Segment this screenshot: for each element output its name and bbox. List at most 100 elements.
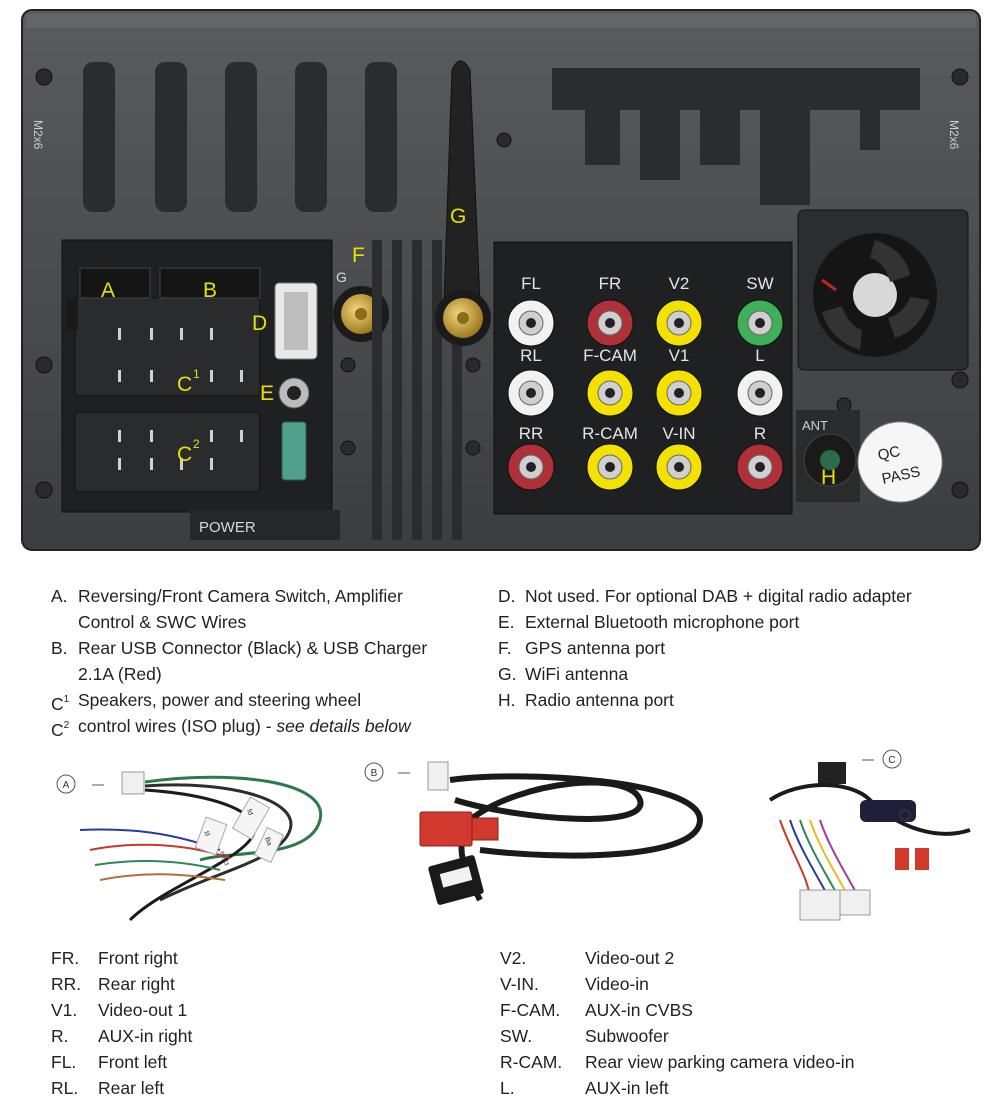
iso-pin-slots (118, 328, 243, 470)
desc-text: External Bluetooth microphone port (525, 612, 800, 632)
desc-key: C1 (51, 694, 70, 714)
desc-h: H. Radio antenna port (498, 687, 978, 713)
legend-key: F-CAM. (500, 1000, 561, 1020)
rca-label-r: R (754, 424, 766, 443)
legend-value: AUX-in right (98, 1026, 193, 1046)
desc-c1: C1 Speakers, power and steering wheel (51, 687, 471, 714)
cable-tag-text: elect (218, 850, 230, 866)
rca-jack-fl (507, 299, 555, 347)
rca-pin (674, 462, 684, 472)
desc-text: Rear USB Connector (Black) & USB Charger (78, 638, 428, 658)
callout-c2-sup: 2 (193, 437, 200, 451)
rca-label-l: L (755, 346, 764, 365)
callout-g: G (450, 205, 466, 228)
rca-pin (605, 388, 615, 398)
legend-row: R. AUX-in right (51, 1023, 451, 1049)
rca-pin (526, 388, 536, 398)
legend-row: RL.Rear left (51, 1075, 451, 1101)
rca-jack-l (736, 369, 784, 417)
rca-jack-v2 (655, 299, 703, 347)
usb-port (274, 282, 318, 360)
cable-tag-text: fd (245, 808, 254, 816)
desc-b: B. Rear USB Connector (Black) & USB Char… (51, 635, 471, 661)
cable-tag-text: Ba (263, 836, 273, 847)
desc-text: Speakers, power and steering wheel (78, 690, 362, 710)
cable-b-label: B (371, 768, 378, 779)
callout-c1-sup: 1 (193, 367, 200, 381)
legend-row: FR.Front right (51, 945, 451, 971)
rca-label-rl: RL (520, 346, 542, 365)
desc-e: E. External Bluetooth microphone port (498, 609, 978, 635)
legend-key: R-CAM. (500, 1052, 563, 1072)
desc-italic: see details below (276, 716, 411, 736)
head-unit-rear-view: M2x6 M2x6 (21, 9, 981, 551)
legend-key: V2. (500, 948, 527, 968)
legend-row: F-CAM. AUX-in CVBS (500, 997, 980, 1023)
legend-row: R-CAM. Rear view parking camera video-in (500, 1049, 980, 1075)
legend-value: Subwoofer (585, 1026, 669, 1046)
heat-sink-maze (552, 68, 920, 205)
power-label: POWER (199, 519, 256, 536)
rca-jack-v1 (655, 369, 703, 417)
legend-key: FL. (51, 1052, 77, 1072)
ant-label: ANT (802, 418, 828, 433)
callout-c2: C (177, 443, 192, 466)
rca-legend-left: FR.Front right RR.Rear right V1.Video-ou… (51, 945, 451, 1101)
legend-row: RR.Rear right (51, 971, 451, 997)
desc-a-cont: Control & SWC Wires (51, 609, 471, 635)
legend-row: V-IN. Video-in (500, 971, 980, 997)
legend-row: V2.Video-out 2 (500, 945, 980, 971)
callouts: A B C 1 C 2 D E F G H (101, 205, 836, 489)
rca-label-fl: FL (521, 274, 541, 293)
wifi-antenna (435, 60, 491, 346)
description-list-left: A. Reversing/Front Camera Switch, Amplif… (51, 583, 471, 740)
legend-key: V-IN. (500, 974, 539, 994)
cable-a-label: A (63, 780, 70, 791)
legend-key: RL. (51, 1078, 79, 1098)
cooling-fins (83, 62, 397, 212)
rca-pin (755, 318, 765, 328)
callout-e: E (260, 382, 274, 405)
cable-tag-text: Ill (202, 830, 210, 838)
desc-key: B. (51, 638, 68, 658)
rca-pin (605, 462, 615, 472)
legend-key: R. (51, 1026, 69, 1046)
rca-pin (755, 462, 765, 472)
desc-text: Control & SWC Wires (78, 612, 247, 632)
legend-value: Video-out 1 (98, 1000, 188, 1020)
desc-g: G. WiFi antenna (498, 661, 978, 687)
center-grooves (372, 240, 462, 540)
desc-text: 2.1A (Red) (78, 664, 162, 684)
legend-row: V1.Video-out 1 (51, 997, 451, 1023)
radio-antenna-port (796, 410, 860, 502)
rca-pin (605, 318, 615, 328)
microphone-jack (278, 377, 310, 409)
side-marking-left: M2x6 (31, 120, 45, 150)
callout-f: F (352, 244, 365, 267)
legend-value: AUX-in CVBS (585, 1000, 693, 1020)
rca-jack-v-in (655, 443, 703, 491)
desc-f: F. GPS antenna port (498, 635, 978, 661)
desc-a: A. Reversing/Front Camera Switch, Amplif… (51, 583, 471, 609)
rca-legend-right: V2.Video-out 2 V-IN. Video-in F-CAM. AUX-i… (500, 945, 980, 1101)
rca-pin (526, 318, 536, 328)
callout-c1: C (177, 373, 192, 396)
legend-value: Rear right (98, 974, 175, 994)
legend-value: Video-in (585, 974, 649, 994)
legend-row: L.AUX-in left (500, 1075, 980, 1101)
fuse (281, 421, 307, 481)
cooling-fan (797, 209, 969, 371)
rca-pin (755, 388, 765, 398)
legend-value: Rear view parking camera video-in (585, 1052, 855, 1072)
rca-jack-fr (586, 299, 634, 347)
cable-a-harness: A Ill fd Ba elect (56, 771, 323, 922)
desc-key: G. (498, 664, 517, 684)
rca-jack-sw (736, 299, 784, 347)
rca-pin (674, 388, 684, 398)
rca-pin (674, 318, 684, 328)
desc-c2: C2 control wires (ISO plug) - see detail… (51, 713, 471, 740)
callout-d: D (252, 312, 267, 335)
cable-illustrations: A Ill fd Ba elect B C (0, 740, 1000, 940)
desc-key: E. (498, 612, 515, 632)
